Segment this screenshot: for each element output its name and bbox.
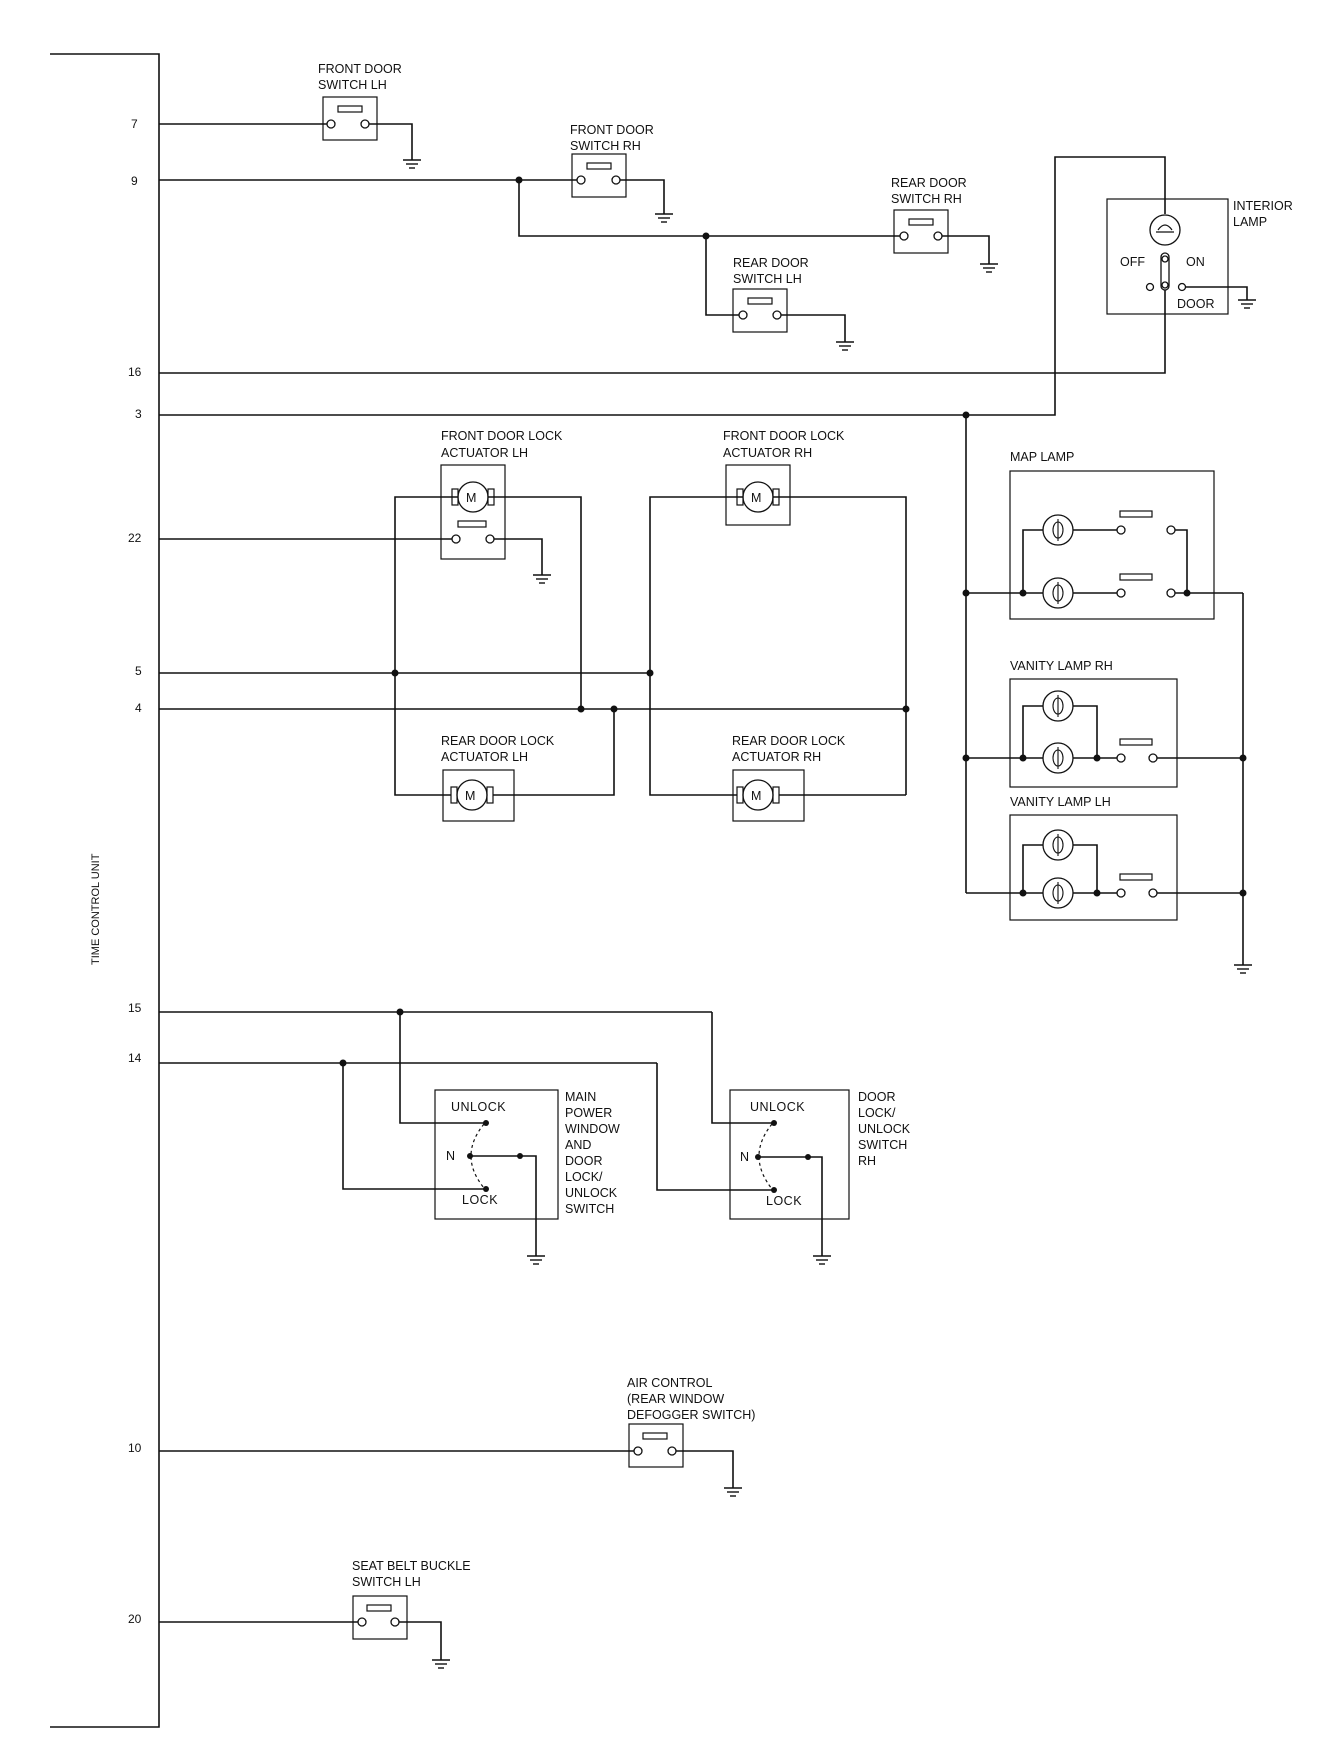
pin-22: 22 <box>128 531 142 545</box>
main-switch-lock-label: LOCK <box>462 1193 498 1207</box>
front-door-switch-lh-label-2: SWITCH LH <box>318 78 387 92</box>
seat-belt-label-1: SEAT BELT BUCKLE <box>352 1559 471 1573</box>
map-lamp: MAP LAMP <box>962 450 1243 620</box>
main-switch-label-3: WINDOW <box>565 1122 620 1136</box>
interior-lamp-label-2: LAMP <box>1233 215 1267 229</box>
front-door-lock-actuator-lh-motor-label: M <box>466 491 476 505</box>
front-door-switch-lh: FRONT DOOR SWITCH LH <box>159 62 422 169</box>
time-control-unit: TIME CONTROL UNIT <box>50 53 160 1728</box>
rear-door-switch-lh-label-1: REAR DOOR <box>733 256 809 270</box>
main-switch-unlock-label: UNLOCK <box>451 1100 506 1114</box>
pin-5: 5 <box>135 664 142 678</box>
air-control-label-1: AIR CONTROL <box>627 1376 712 1390</box>
main-switch-label-5: DOOR <box>565 1154 603 1168</box>
rh-switch-lock-label: LOCK <box>766 1194 802 1208</box>
main-switch-label-2: POWER <box>565 1106 612 1120</box>
rear-door-switch-rh-label-2: SWITCH RH <box>891 192 962 206</box>
main-switch-label-4: AND <box>565 1138 591 1152</box>
front-door-switch-rh-label-1: FRONT DOOR <box>570 123 654 137</box>
rh-switch-label-2: LOCK/ <box>858 1106 896 1120</box>
rear-door-switch-lh: REAR DOOR SWITCH LH <box>732 256 855 351</box>
front-door-switch-lh-label-1: FRONT DOOR <box>318 62 402 76</box>
main-switch-label-1: MAIN <box>565 1090 596 1104</box>
interior-lamp-off-label: OFF <box>1120 255 1145 269</box>
front-door-lock-actuator-lh-label-1: FRONT DOOR LOCK <box>441 429 563 443</box>
front-door-lock-actuator-lh-label-2: ACTUATOR LH <box>441 446 528 460</box>
pin-9: 9 <box>131 174 138 188</box>
rear-door-lock-actuator-rh: REAR DOOR LOCK ACTUATOR RH M <box>732 734 846 822</box>
rear-door-lock-actuator-lh-label-2: ACTUATOR LH <box>441 750 528 764</box>
pin-15: 15 <box>128 1001 142 1015</box>
air-control-label-3: DEFOGGER SWITCH) <box>627 1408 755 1422</box>
front-door-lock-actuator-rh-motor-label: M <box>751 491 761 505</box>
front-door-lock-actuator-rh: FRONT DOOR LOCK ACTUATOR RH M <box>723 429 845 526</box>
pin-20: 20 <box>128 1612 142 1626</box>
interior-lamp-door-label: DOOR <box>1177 297 1215 311</box>
map-lamp-label: MAP LAMP <box>1010 450 1074 464</box>
vanity-lamp-lh: VANITY LAMP LH <box>966 795 1243 921</box>
front-door-switch-rh: FRONT DOOR SWITCH RH <box>159 123 674 223</box>
rear-door-lock-actuator-lh: REAR DOOR LOCK ACTUATOR LH M <box>441 734 555 822</box>
interior-lamp: INTERIOR LAMP OFF ON DOOR <box>159 156 1293 416</box>
rh-switch-unlock-label: UNLOCK <box>750 1100 805 1114</box>
rear-door-lock-actuator-rh-motor-label: M <box>751 789 761 803</box>
front-door-lock-actuator-rh-label-2: ACTUATOR RH <box>723 446 812 460</box>
interior-lamp-label-1: INTERIOR <box>1233 199 1293 213</box>
door-lock-unlock-switch-rh: UNLOCK LOCK N DOOR LOCK/ UNLOCK SWITCH R… <box>656 1012 911 1265</box>
pin-7: 7 <box>131 117 138 131</box>
rear-door-switch-lh-label-2: SWITCH LH <box>733 272 802 286</box>
pin-4: 4 <box>135 701 142 715</box>
rear-door-switch-rh-label-1: REAR DOOR <box>891 176 967 190</box>
rh-switch-n-label: N <box>740 1150 750 1164</box>
vanity-lamp-rh: VANITY LAMP RH <box>962 659 1243 788</box>
rear-door-lock-actuator-rh-label-1: REAR DOOR LOCK <box>732 734 846 748</box>
main-power-window-switch: UNLOCK LOCK N MAIN POWER WINDOW AND DOOR… <box>342 1012 620 1265</box>
main-switch-label-6: LOCK/ <box>565 1170 603 1184</box>
pin-10: 10 <box>128 1441 142 1455</box>
seat-belt-buckle-switch-lh: SEAT BELT BUCKLE SWITCH LH <box>159 1559 471 1669</box>
unit-label: TIME CONTROL UNIT <box>90 853 102 965</box>
pin-labels: 7 9 16 3 22 5 4 15 14 10 20 <box>128 117 142 1626</box>
pin-14: 14 <box>128 1051 142 1065</box>
rh-switch-label-4: SWITCH <box>858 1138 907 1152</box>
main-switch-n-label: N <box>446 1149 456 1163</box>
pin-3: 3 <box>135 407 142 421</box>
vanity-lamp-lh-label: VANITY LAMP LH <box>1010 795 1111 809</box>
rear-door-lock-actuator-lh-label-1: REAR DOOR LOCK <box>441 734 555 748</box>
rh-switch-label-1: DOOR <box>858 1090 896 1104</box>
main-switch-label-8: SWITCH <box>565 1202 614 1216</box>
rear-door-lock-actuator-rh-label-2: ACTUATOR RH <box>732 750 821 764</box>
air-control-switch: AIR CONTROL (REAR WINDOW DEFOGGER SWITCH… <box>159 1376 755 1497</box>
front-door-lock-actuator-lh: FRONT DOOR LOCK ACTUATOR LH M <box>440 429 563 560</box>
air-control-label-2: (REAR WINDOW <box>627 1392 724 1406</box>
front-door-switch-rh-label-2: SWITCH RH <box>570 139 641 153</box>
interior-lamp-on-label: ON <box>1186 255 1205 269</box>
pin-16: 16 <box>128 365 142 379</box>
seat-belt-label-2: SWITCH LH <box>352 1575 421 1589</box>
front-door-lock-actuator-rh-label-1: FRONT DOOR LOCK <box>723 429 845 443</box>
vanity-lamp-rh-label: VANITY LAMP RH <box>1010 659 1113 673</box>
rear-door-switch-rh: REAR DOOR SWITCH RH <box>891 176 999 273</box>
rh-switch-label-5: RH <box>858 1154 876 1168</box>
rh-switch-label-3: UNLOCK <box>858 1122 911 1136</box>
main-switch-label-7: UNLOCK <box>565 1186 618 1200</box>
rear-door-lock-actuator-lh-motor-label: M <box>465 789 475 803</box>
